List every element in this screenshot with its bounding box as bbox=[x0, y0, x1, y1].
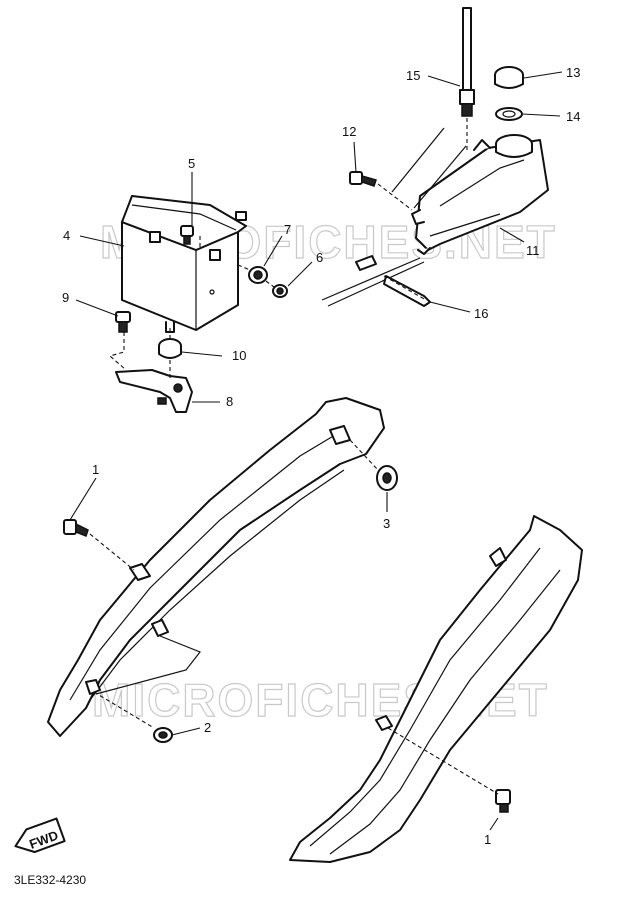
side-cover-left bbox=[47, 397, 385, 737]
hose-16 bbox=[321, 255, 431, 307]
side-cover-right bbox=[289, 515, 583, 863]
screw-5 bbox=[180, 225, 194, 245]
callout-14: 14 bbox=[566, 109, 580, 124]
bolt-15 bbox=[459, 7, 475, 117]
callout-3: 3 bbox=[383, 516, 390, 531]
assembly-line-6 bbox=[265, 280, 275, 288]
battery-box bbox=[121, 195, 247, 333]
callout-4: 4 bbox=[63, 228, 70, 243]
bolt-12 bbox=[349, 171, 377, 187]
cap-13 bbox=[494, 66, 524, 89]
callout-12: 12 bbox=[342, 124, 356, 139]
callout-7: 7 bbox=[284, 222, 291, 237]
callout-15: 15 bbox=[406, 68, 420, 83]
mount-line-left bbox=[391, 127, 445, 193]
callout-16: 16 bbox=[474, 306, 488, 321]
damper-10 bbox=[158, 338, 182, 359]
collar-6 bbox=[272, 284, 288, 298]
callout-2: 2 bbox=[204, 720, 211, 735]
callout-numbers: 1 1 2 3 4 5 6 7 8 9 10 11 12 13 14 15 16 bbox=[62, 65, 580, 847]
grommet-3 bbox=[376, 465, 398, 491]
mount-line-right bbox=[413, 145, 467, 209]
bolt-9 bbox=[115, 311, 131, 333]
assembly-line-1-left bbox=[89, 533, 135, 571]
leader-lines bbox=[69, 71, 563, 831]
washer-14 bbox=[495, 107, 523, 121]
screw-1-right bbox=[495, 789, 511, 813]
callout-11: 11 bbox=[526, 243, 540, 258]
nut-2 bbox=[153, 727, 173, 743]
callout-10: 10 bbox=[232, 348, 246, 363]
assembly-line-7 bbox=[237, 264, 251, 271]
diagram-code: 3LE332-4230 bbox=[14, 873, 87, 887]
assembly-line-2 bbox=[93, 691, 155, 729]
reservoir-tank-11 bbox=[411, 134, 549, 255]
bracket-8 bbox=[115, 369, 193, 413]
callout-13: 13 bbox=[566, 65, 580, 80]
screw-1-left bbox=[63, 519, 89, 537]
callout-6: 6 bbox=[316, 250, 323, 265]
grommet-7 bbox=[248, 266, 268, 284]
assembly-line-1-right bbox=[387, 727, 499, 795]
callout-1-right: 1 bbox=[484, 832, 491, 847]
callout-1-left: 1 bbox=[92, 462, 99, 477]
assembly-line-12 bbox=[377, 183, 413, 211]
fwd-arrow-icon: FWD bbox=[14, 817, 66, 854]
assembly-line-9-8 bbox=[108, 332, 127, 371]
callout-8: 8 bbox=[226, 394, 233, 409]
assembly-frame-2 bbox=[95, 635, 201, 695]
callout-5: 5 bbox=[188, 156, 195, 171]
callout-9: 9 bbox=[62, 290, 69, 305]
